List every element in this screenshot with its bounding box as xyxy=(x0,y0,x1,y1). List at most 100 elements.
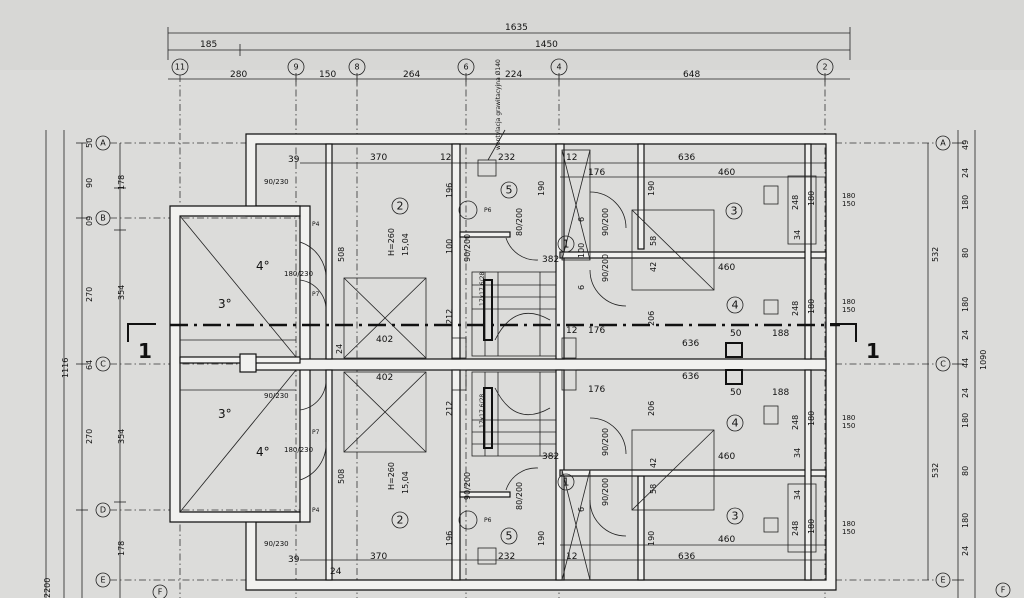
dim-206-bottom: 206 xyxy=(647,401,656,416)
dim-right-180-c: 180 xyxy=(961,413,970,428)
dim-right-180-d: 180 xyxy=(961,513,970,528)
dim-34-b: 34 xyxy=(793,448,802,458)
dim-382-top: 382 xyxy=(542,255,559,265)
stairs-upper xyxy=(471,271,557,357)
dim-left-09: 09 xyxy=(85,216,94,226)
label-stairs-b: 17x17,6/28 xyxy=(479,394,486,428)
dim-right-180-b: 180 xyxy=(961,297,970,312)
dim-right-532-bottom: 532 xyxy=(931,463,940,478)
label-slope-4: 4° xyxy=(256,259,270,273)
dim-left-2200: 2200 xyxy=(43,578,52,598)
dim-58-top: 58 xyxy=(649,236,658,246)
axis-11: 11 xyxy=(175,63,185,72)
dim-150-side-d: 150 xyxy=(842,528,855,536)
dim-right-44: 44 xyxy=(961,358,970,368)
label-slope-4-b: 4° xyxy=(256,445,270,459)
dim-34-c: 34 xyxy=(793,490,802,500)
dim-100-stair-top: 100 xyxy=(577,243,586,258)
top-dimensions: 1635 185 1450 280 150 264 224 648 xyxy=(167,23,851,85)
door-label: 90/230 xyxy=(264,540,289,548)
dim-left-354-bottom: 354 xyxy=(117,429,126,444)
dim-196-top: 196 xyxy=(445,183,454,198)
dim-176-top: 176 xyxy=(588,168,605,178)
dim-150-side-b: 150 xyxy=(842,306,855,314)
dim-196-bottom: 196 xyxy=(445,531,454,546)
dim-460-mid-bottom: 460 xyxy=(718,452,735,462)
room-number: 1 xyxy=(563,238,570,251)
dim-188-top: 188 xyxy=(772,329,789,339)
label-area-b: 15,04 xyxy=(401,471,410,494)
dim-58-bottom: 58 xyxy=(649,484,658,494)
dim-left-64: 64 xyxy=(85,360,94,370)
room-number: 2 xyxy=(397,200,404,213)
dim-42-bottom: 42 xyxy=(649,458,658,468)
dim-150-side-c: 150 xyxy=(842,422,855,430)
door-label: 90/200 xyxy=(601,478,610,506)
room-number: 3 xyxy=(731,205,738,218)
garage-slopes xyxy=(179,215,297,513)
door-label: 180/230 xyxy=(284,446,313,454)
dim-176-mid-bottom: 176 xyxy=(588,385,605,395)
axis-9: 9 xyxy=(293,63,298,72)
dim-100-top: 100 xyxy=(445,239,454,254)
dim-264: 264 xyxy=(403,70,420,80)
label-p6: P6 xyxy=(484,207,492,214)
axis-A-left: A xyxy=(100,139,106,148)
label-height: H=260 xyxy=(387,228,396,256)
dim-180-a: 180 xyxy=(807,191,816,206)
right-dimensions: 49 24 180 80 532 180 24 44 1090 24 180 8… xyxy=(927,130,988,598)
dim-50-bottom: 50 xyxy=(730,388,742,398)
dim-370-bottom: 370 xyxy=(370,552,387,562)
stairs-lower xyxy=(471,371,557,457)
room-number: 4 xyxy=(732,299,739,312)
dim-636-mid-bottom: 636 xyxy=(682,372,699,382)
dim-248-c: 248 xyxy=(791,415,800,430)
axis-2: 2 xyxy=(822,63,827,72)
dim-460-mid-top: 460 xyxy=(718,263,735,273)
dim-636-mid-top: 636 xyxy=(682,339,699,349)
dim-150: 150 xyxy=(319,70,336,80)
label-p7: P7 xyxy=(312,291,320,298)
dim-12b-top: 12 xyxy=(566,153,577,163)
door-swings xyxy=(299,191,627,537)
dim-190-bottom: 190 xyxy=(647,531,656,546)
door-label: 90/200 xyxy=(601,208,610,236)
dim-right-24-mid: 24 xyxy=(961,330,970,340)
dim-402-top: 402 xyxy=(376,335,393,345)
label-p6-b: P6 xyxy=(484,517,492,524)
dim-180-c: 180 xyxy=(807,411,816,426)
dim-232-top: 232 xyxy=(498,153,515,163)
dim-636-bottom: 636 xyxy=(678,552,695,562)
dim-224: 224 xyxy=(505,70,522,80)
door-labels: 90/230 180/230 90/230 180/230 90/230 90/… xyxy=(218,178,610,548)
dim-left-90: 90 xyxy=(85,178,94,188)
dim-left-354-top: 354 xyxy=(117,285,126,300)
label-p4-b: P4 xyxy=(312,507,320,514)
door-label: 90/230 xyxy=(264,392,289,400)
label-height-b: H=260 xyxy=(387,462,396,490)
axis-E-left: E xyxy=(100,576,105,585)
dim-248-a: 248 xyxy=(791,195,800,210)
dim-left-178-top: 178 xyxy=(117,175,126,190)
axis-6: 6 xyxy=(463,63,468,72)
dim-180-side-a: 180 xyxy=(842,192,855,200)
room-numbers: 2 5 1 3 4 4 3 1 5 2 xyxy=(391,181,744,545)
door-label: 180/230 xyxy=(284,270,313,278)
left-dimensions: 50 178 90 09 354 270 1116 64 354 270 178… xyxy=(43,130,126,598)
dim-right-24-bottom: 24 xyxy=(961,546,970,556)
dim-636-top: 636 xyxy=(678,153,695,163)
dim-6-a: 6 xyxy=(577,217,586,222)
dim-508-top: 508 xyxy=(337,247,346,262)
door-label: 90/230 xyxy=(264,178,289,186)
dim-right-24-top: 24 xyxy=(961,168,970,178)
dim-39-bottom: 39 xyxy=(288,555,300,565)
dim-648: 648 xyxy=(683,70,700,80)
axis-bubbles-right: A C E F xyxy=(935,135,1011,598)
dim-34-a: 34 xyxy=(793,230,802,240)
section-mark-right: 1 xyxy=(866,339,880,363)
dim-total-width: 1635 xyxy=(505,23,528,33)
axis-D-left: D xyxy=(100,506,106,515)
room-number: 3 xyxy=(732,510,739,523)
